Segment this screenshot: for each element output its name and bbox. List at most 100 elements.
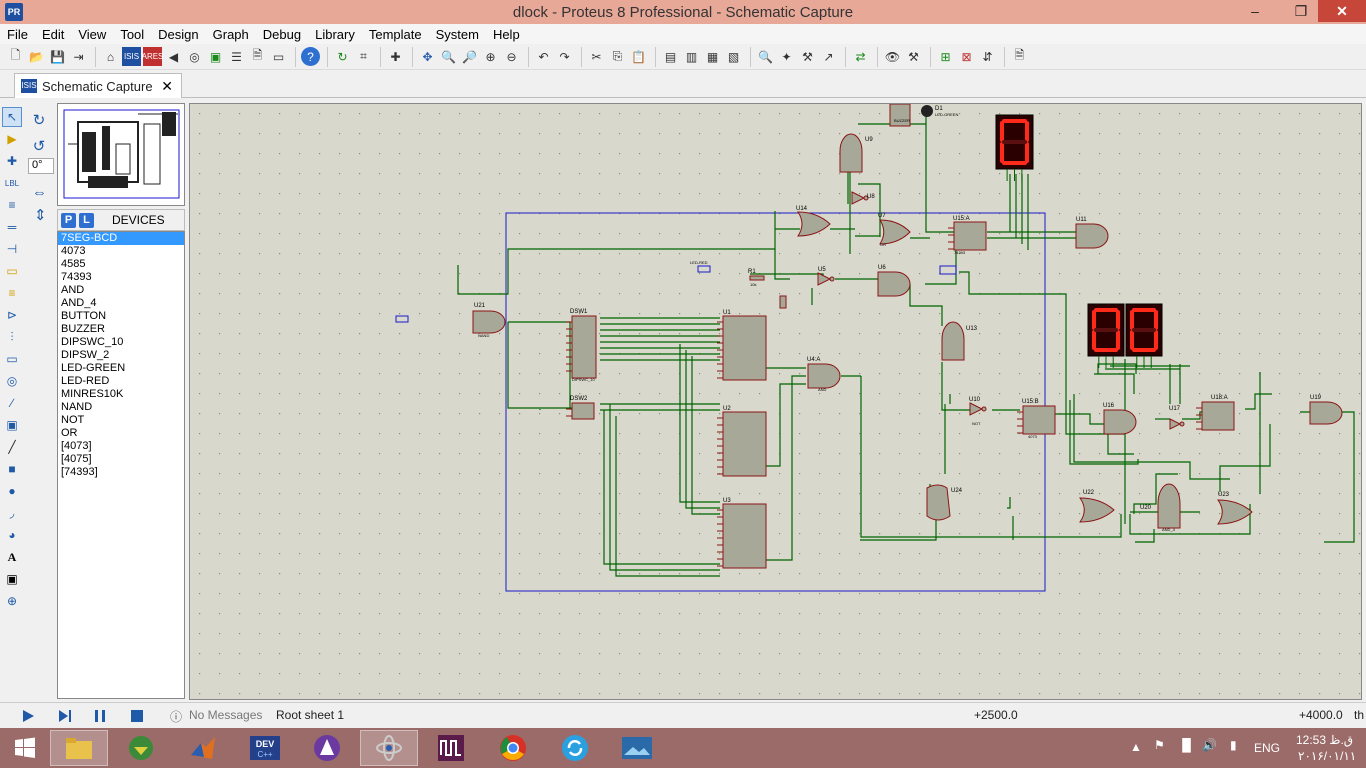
vsm-studio-icon[interactable]: ▭ [272, 49, 285, 64]
taskbar-photos-icon[interactable] [608, 730, 666, 766]
device-list-item[interactable]: NOT [61, 414, 85, 426]
current-probe-icon[interactable]: ∕ [10, 396, 13, 410]
volume-icon[interactable]: 🔊 [1202, 738, 1217, 752]
clock-generator[interactable] [939, 265, 957, 275]
delete-sheet-icon[interactable]: ⊠ [961, 49, 972, 64]
new-sheet-icon[interactable]: ⊞ [940, 49, 951, 64]
device-pins-icon[interactable]: ≡ [8, 286, 16, 300]
wire[interactable] [1219, 424, 1271, 492]
device-list-item[interactable]: 4073 [61, 245, 86, 257]
taskbar-matlab-icon[interactable] [174, 730, 232, 766]
device-list-item[interactable]: [4075] [61, 453, 92, 465]
origin-icon[interactable]: ✚ [390, 49, 401, 64]
not-gate-u17[interactable] [1169, 418, 1182, 430]
zoom-in-icon[interactable]: 🔍 [441, 49, 456, 64]
power-terminal[interactable] [697, 265, 711, 273]
wire[interactable] [1069, 400, 1139, 465]
pcb-icon[interactable]: ARES [142, 47, 163, 66]
wire[interactable] [685, 350, 720, 509]
wire[interactable] [1135, 529, 1155, 543]
wire[interactable] [925, 112, 960, 233]
block-rotate-icon[interactable]: ▦ [706, 49, 719, 64]
rotation-angle-field[interactable]: 0° [28, 158, 54, 174]
device-list-item[interactable]: LED-RED [61, 375, 110, 387]
arc-icon[interactable]: ◞ [9, 506, 15, 520]
device-list-item[interactable]: DIPSWC_10 [61, 336, 124, 348]
block-move-icon[interactable]: ▥ [685, 49, 698, 64]
refresh-icon[interactable]: ↻ [337, 49, 348, 64]
seven-segment-display-3[interactable] [1125, 303, 1163, 368]
and-gate-u13[interactable] [941, 321, 965, 361]
menu-file[interactable]: File [7, 26, 28, 42]
rotate-clockwise-icon[interactable]: ↻ [32, 112, 46, 129]
resistor-r1[interactable] [749, 275, 765, 281]
paste-icon[interactable]: 📋 [631, 49, 646, 64]
menu-system[interactable]: System [435, 26, 479, 42]
counter-u3[interactable] [722, 503, 767, 569]
menu-graph[interactable]: Graph [212, 26, 249, 42]
proteus-app-icon[interactable]: PR [5, 3, 23, 21]
wire[interactable] [679, 344, 720, 503]
goto-sheet-icon[interactable]: ⇵ [982, 49, 993, 64]
device-list-item[interactable]: [4073] [61, 440, 92, 452]
cut-icon[interactable]: ✂ [591, 49, 602, 64]
close-tab-icon[interactable]: ✕ [161, 77, 173, 94]
copy-icon[interactable]: ⎘ [612, 49, 623, 63]
or-gate-u24[interactable] [926, 484, 951, 521]
start-button[interactable] [0, 730, 50, 766]
taskbar-proteus-vsm-icon[interactable] [422, 730, 480, 766]
wire[interactable] [615, 416, 720, 577]
gerber-icon[interactable]: ◎ [189, 49, 200, 64]
counter-u18a[interactable] [1201, 401, 1235, 431]
box-icon[interactable]: ■ [8, 462, 16, 476]
not-gate-u8[interactable] [851, 191, 866, 205]
menu-library[interactable]: Library [315, 26, 355, 42]
bom-icon[interactable]: ▣ [209, 49, 222, 64]
wire-label-icon[interactable]: LBL [4, 178, 20, 188]
wire[interactable] [766, 375, 806, 561]
counter-u1[interactable] [722, 315, 767, 381]
dip-switch-dsw2[interactable] [571, 402, 595, 420]
import-icon[interactable]: ⇥ [73, 49, 84, 64]
block-delete-icon[interactable]: ▧ [727, 49, 740, 64]
wire[interactable] [925, 239, 957, 285]
and-gate-u9[interactable] [839, 133, 863, 173]
search-tag-icon[interactable]: 👁 [884, 49, 901, 64]
mirror-vertical-icon[interactable]: ⇕ [34, 207, 47, 224]
and-gate-u4a[interactable] [807, 363, 841, 389]
clock-date[interactable]: ۲۰۱۶/۰۱/۱۱ [1298, 749, 1357, 763]
component-mode-icon[interactable]: ▶ [7, 132, 17, 146]
device-list-item[interactable]: OR [61, 427, 78, 439]
device-list-item[interactable]: BUTTON [61, 310, 107, 322]
junction-dot-icon[interactable]: ✚ [6, 154, 18, 168]
subcircuit-icon[interactable]: ⊣ [6, 242, 18, 256]
seven-segment-display-1[interactable] [995, 114, 1034, 181]
battery-icon[interactable]: ▮ [1230, 738, 1237, 752]
menu-tool[interactable]: Tool [120, 26, 145, 42]
or-gate-u23[interactable] [1217, 499, 1253, 525]
and-gate-u20[interactable] [1157, 483, 1181, 529]
step-icon[interactable] [57, 708, 73, 724]
wire[interactable] [909, 284, 943, 326]
source-code-icon[interactable]: ☰ [231, 49, 242, 64]
zoom-area-icon[interactable]: ⊖ [506, 49, 517, 64]
grid-icon[interactable]: ⌗ [360, 49, 367, 63]
menu-design[interactable]: Design [158, 26, 199, 42]
menu-edit[interactable]: Edit [41, 26, 65, 42]
export-icon[interactable]: 🗎 [1014, 48, 1025, 62]
wire[interactable] [1245, 393, 1272, 410]
stop-icon[interactable] [129, 708, 145, 724]
device-list-item[interactable]: LED-GREEN [61, 362, 126, 374]
play-icon[interactable] [20, 708, 36, 724]
nand-gate-u21[interactable] [472, 310, 506, 334]
menu-view[interactable]: View [78, 26, 107, 42]
device-list-item[interactable]: AND [61, 284, 85, 296]
wire-autorouter-icon[interactable]: ⇄ [855, 49, 866, 64]
new-file-icon[interactable]: 🗋 [10, 48, 21, 62]
make-device-icon[interactable]: ✦ [781, 49, 792, 64]
wire[interactable] [860, 376, 1122, 538]
taskbar-sync-app-icon[interactable] [546, 730, 604, 766]
wire[interactable] [1133, 473, 1178, 514]
